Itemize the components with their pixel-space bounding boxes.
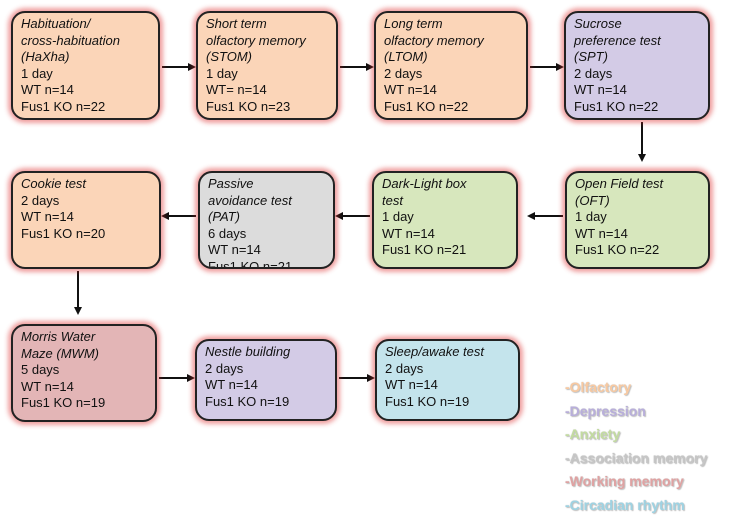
box-wt-count: WT n=14 <box>208 242 261 257</box>
box-wt-count: WT n=14 <box>382 225 435 241</box>
box-ko-count: Fus1 KO n=21 <box>382 242 467 257</box>
box-title: Sleep/awake test <box>385 344 485 359</box>
box-wt-count: WT n=14 <box>21 82 74 97</box>
box-duration: 2 days <box>384 65 423 81</box>
box-pat: Passive avoidance test (PAT) 6 days WT n… <box>198 171 335 269</box>
box-wt-count: WT n=14 <box>384 82 437 97</box>
box-title: Short term olfactory memory (STOM) <box>206 16 306 64</box>
legend-item-association-memory: -Association memory <box>565 449 708 466</box>
box-wt-count: WT= n=14 <box>206 82 267 97</box>
box-title: Passive avoidance test (PAT) <box>208 176 292 224</box>
box-wt-count: WT n=14 <box>575 225 628 241</box>
box-nestle: Nestle building 2 days WT n=14 Fus1 KO n… <box>195 339 337 421</box>
box-mwm: Morris Water Maze (MWM) 5 days WT n=14 F… <box>11 324 157 422</box>
box-wt-count: WT n=14 <box>21 209 74 224</box>
box-stom: Short term olfactory memory (STOM) 1 day… <box>196 11 338 120</box>
box-wt-count: WT n=14 <box>385 377 438 392</box>
legend-item-depression: -Depression <box>565 402 646 419</box>
box-duration: 2 days <box>21 192 60 208</box>
box-ko-count: Fus1 KO n=21 <box>208 258 293 269</box>
box-title: Nestle building <box>205 344 291 359</box>
box-wt-count: WT n=14 <box>21 378 74 394</box>
box-title: Morris Water Maze (MWM) <box>21 329 99 361</box>
box-duration: 6 days <box>208 225 247 241</box>
box-duration: 1 day <box>206 65 238 81</box>
box-duration: 5 days <box>21 362 60 377</box>
box-ko-count: Fus1 KO n=22 <box>384 98 469 114</box>
legend-item-circadian-rhythm: -Circadian rhythm <box>565 496 685 513</box>
box-ko-count: Fus1 KO n=23 <box>206 98 291 114</box>
box-duration: 1 day <box>575 209 607 224</box>
legend-item-anxiety: -Anxiety <box>565 426 621 442</box>
box-duration: 1 day <box>21 65 53 81</box>
box-title: Cookie test <box>21 176 87 191</box>
box-title: Habituation/ cross-habituation (HaXha) <box>21 16 120 64</box>
box-wt-count: WT n=14 <box>205 377 258 392</box>
box-title: Open Field test (OFT) <box>575 176 664 208</box>
box-ko-count: Fus1 KO n=20 <box>21 225 106 241</box>
box-title: Long term olfactory memory (LTOM) <box>384 16 484 64</box>
box-sleep: Sleep/awake test 2 days WT n=14 Fus1 KO … <box>375 339 520 421</box>
legend-item-olfactory: -Olfactory <box>565 379 632 395</box>
box-ko-count: Fus1 KO n=22 <box>575 242 660 257</box>
box-spt: Sucrose preference test (SPT) 2 days WT … <box>564 11 710 120</box>
box-ko-count: Fus1 KO n=22 <box>21 98 106 114</box>
box-darklight: Dark-Light box test 1 day WT n=14 Fus1 K… <box>372 171 518 269</box>
box-ko-count: Fus1 KO n=19 <box>205 393 290 409</box>
box-duration: 1 day <box>382 209 414 224</box>
box-oft: Open Field test (OFT) 1 day WT n=14 Fus1… <box>565 171 710 269</box>
box-duration: 2 days <box>205 360 244 376</box>
box-ltom: Long term olfactory memory (LTOM) 2 days… <box>374 11 528 120</box>
box-ko-count: Fus1 KO n=19 <box>385 393 470 409</box>
box-ko-count: Fus1 KO n=19 <box>21 395 106 410</box>
box-cookie: Cookie test 2 days WT n=14 Fus1 KO n=20 <box>11 171 161 269</box>
box-title: Dark-Light box test <box>382 176 467 208</box>
box-duration: 2 days <box>385 360 424 376</box>
box-ko-count: Fus1 KO n=22 <box>574 98 659 114</box>
category-legend: -Olfactory -Depression -Anxiety -Associa… <box>565 376 707 517</box>
box-title: Sucrose preference test (SPT) <box>574 16 661 64</box>
legend-item-working-memory: -Working memory <box>565 473 684 489</box>
box-wt-count: WT n=14 <box>574 82 627 97</box>
box-duration: 2 days <box>574 65 613 81</box>
box-haxha: Habituation/ cross-habituation (HaXha) 1… <box>11 11 160 120</box>
